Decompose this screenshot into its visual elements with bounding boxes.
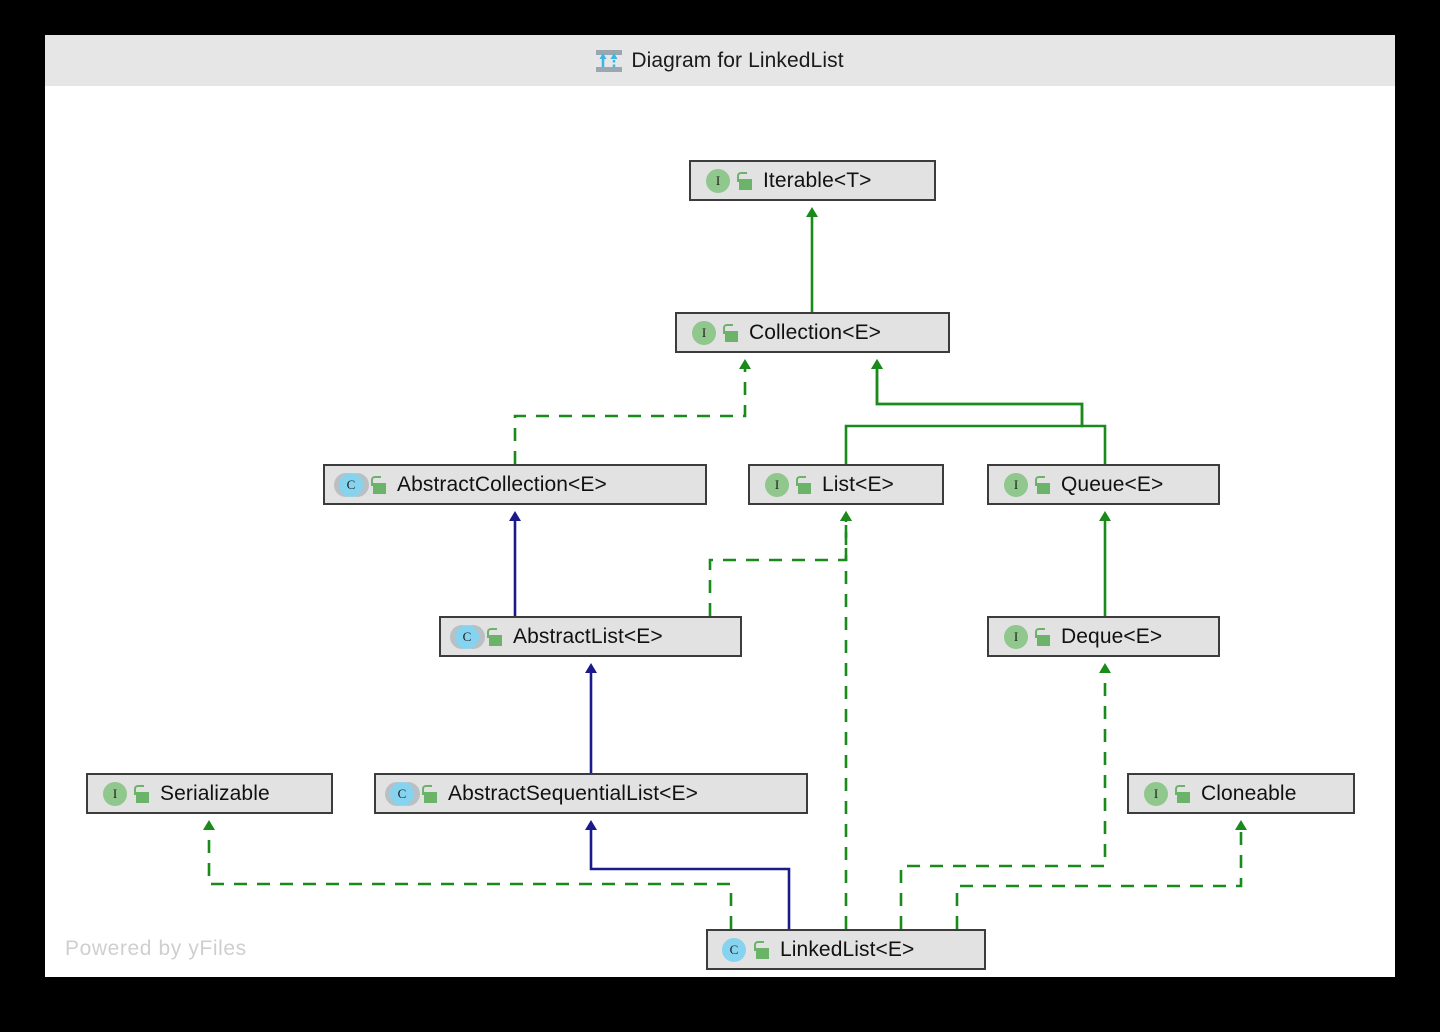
edge-linkedlist-to-abstractsequentiallist bbox=[585, 820, 791, 929]
class-node-cloneable[interactable]: I Cloneable bbox=[1127, 773, 1355, 814]
class-node-label: Cloneable bbox=[1201, 781, 1297, 805]
interface-icon: I bbox=[998, 624, 1028, 650]
diagram-window: Diagram for LinkedList bbox=[45, 35, 1395, 977]
interface-icon: I bbox=[998, 472, 1028, 498]
public-unlocked-icon bbox=[370, 475, 387, 494]
public-unlocked-icon bbox=[753, 940, 770, 959]
class-node-abscoll[interactable]: C AbstractCollection<E> bbox=[323, 464, 707, 505]
public-unlocked-icon bbox=[421, 784, 438, 803]
class-node-iterable[interactable]: I Iterable<T> bbox=[689, 160, 936, 201]
class-node-label: List<E> bbox=[822, 472, 894, 496]
yfiles-watermark: Powered by yFiles bbox=[65, 937, 247, 960]
class-node-abslist[interactable]: C AbstractList<E> bbox=[439, 616, 742, 657]
class-node-label: Serializable bbox=[160, 781, 270, 805]
class-icon: C bbox=[717, 937, 747, 963]
public-unlocked-icon bbox=[722, 323, 739, 342]
interface-icon: I bbox=[759, 472, 789, 498]
class-node-collection[interactable]: I Collection<E> bbox=[675, 312, 950, 353]
edge-linkedlist-to-deque bbox=[899, 663, 1111, 929]
public-unlocked-icon bbox=[795, 475, 812, 494]
public-unlocked-icon bbox=[133, 784, 150, 803]
class-node-label: Iterable<T> bbox=[763, 168, 872, 192]
edge-queue-to-collection bbox=[871, 359, 1107, 464]
abstract-class-icon: C bbox=[385, 781, 420, 807]
class-node-label: Queue<E> bbox=[1061, 472, 1164, 496]
window-titlebar: Diagram for LinkedList bbox=[45, 35, 1395, 86]
diagram-canvas[interactable]: I Iterable<T> I Collection<E> C AbstractColle… bbox=[45, 86, 1395, 977]
class-node-list[interactable]: I List<E> bbox=[748, 464, 944, 505]
abstract-class-icon: C bbox=[450, 624, 485, 650]
class-node-label: AbstractCollection<E> bbox=[397, 472, 607, 496]
interface-icon: I bbox=[686, 320, 716, 346]
public-unlocked-icon bbox=[1174, 784, 1191, 803]
uml-diagram-icon bbox=[596, 49, 623, 72]
class-node-label: AbstractSequentialList<E> bbox=[448, 781, 698, 805]
edge-abstractlist-to-list bbox=[708, 511, 852, 616]
edge-layer bbox=[203, 207, 1247, 929]
class-node-label: Deque<E> bbox=[1061, 624, 1163, 648]
edge-list-to-collection bbox=[844, 359, 1084, 464]
class-node-label: AbstractList<E> bbox=[513, 624, 663, 648]
class-node-label: LinkedList<E> bbox=[780, 937, 915, 961]
interface-icon: I bbox=[97, 781, 127, 807]
public-unlocked-icon bbox=[486, 627, 503, 646]
public-unlocked-icon bbox=[1034, 627, 1051, 646]
interface-icon: I bbox=[1138, 781, 1168, 807]
interface-icon: I bbox=[700, 168, 730, 194]
page-title: Diagram for LinkedList bbox=[631, 48, 844, 72]
class-node-label: Collection<E> bbox=[749, 320, 882, 344]
public-unlocked-icon bbox=[1034, 475, 1051, 494]
class-node-serial[interactable]: I Serializable bbox=[86, 773, 333, 814]
class-node-queue[interactable]: I Queue<E> bbox=[987, 464, 1220, 505]
class-node-linkedlist[interactable]: C LinkedList<E> bbox=[706, 929, 986, 970]
edge-linkedlist-to-cloneable bbox=[955, 820, 1247, 929]
edge-linkedlist-to-serializable bbox=[203, 820, 733, 929]
class-node-deque[interactable]: I Deque<E> bbox=[987, 616, 1220, 657]
edge-abstractcollection-to-collection bbox=[513, 359, 751, 464]
class-node-absseqlist[interactable]: C AbstractSequentialList<E> bbox=[374, 773, 808, 814]
public-unlocked-icon bbox=[736, 171, 753, 190]
abstract-class-icon: C bbox=[334, 472, 369, 498]
